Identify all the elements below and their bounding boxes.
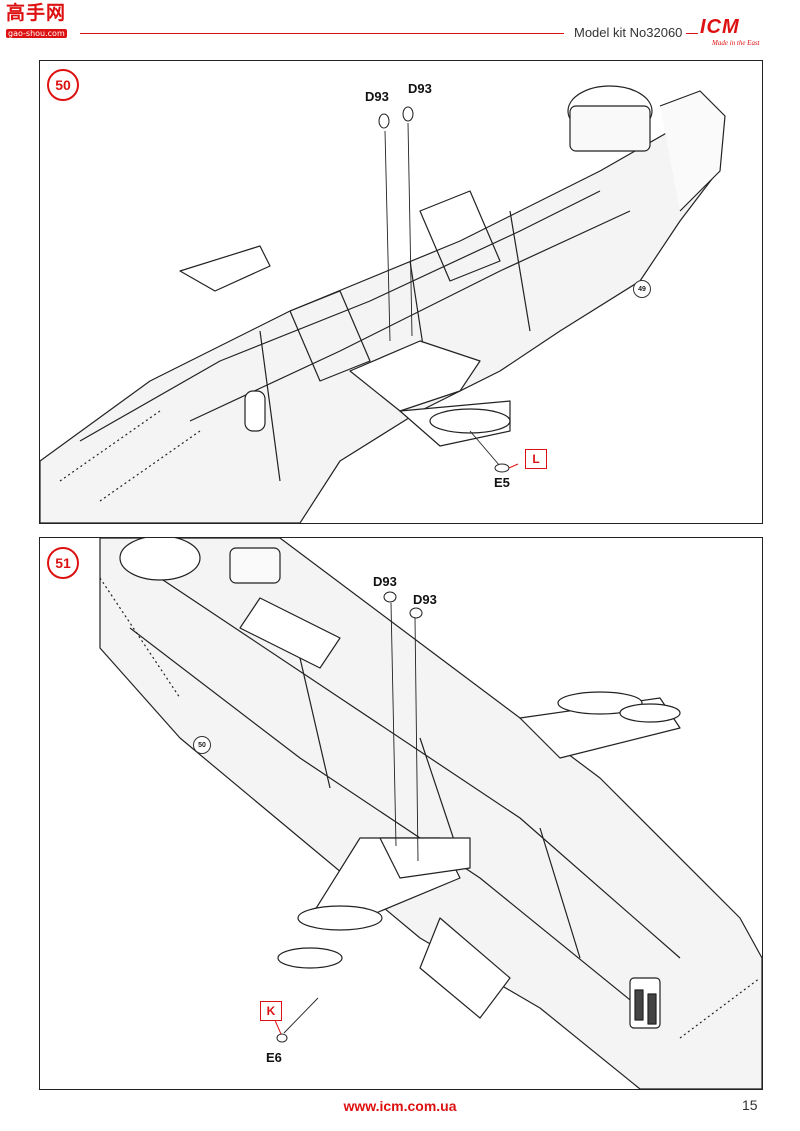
step-51-panel: 51 D93 D93 E6 K 50 (39, 537, 763, 1090)
color-code-box: K (260, 1001, 282, 1021)
reference-step-badge: 50 (193, 736, 211, 754)
step-number-badge: 51 (47, 547, 79, 579)
step-number-badge: 50 (47, 69, 79, 101)
kit-number-label: Model kit No32060 (574, 25, 683, 40)
header-rule-short (686, 33, 698, 34)
step-50-panel: 50 D93 D93 E5 L 49 (39, 60, 763, 524)
site-watermark-domain: gao-shou.com (6, 29, 67, 38)
part-label-e6: E6 (266, 1050, 282, 1065)
reference-step-badge: 49 (633, 280, 651, 298)
step-51-drawing (99, 538, 762, 1089)
site-watermark-logo: 高手网 gao-shou.com (6, 4, 72, 40)
icm-brand-logo: ICM Made in the East (700, 16, 786, 56)
part-label-d93-b: D93 (408, 81, 432, 96)
part-label-d93-a: D93 (365, 89, 389, 104)
site-watermark-text: 高手网 (6, 2, 67, 24)
page-number: 15 (742, 1097, 758, 1113)
part-label-e5: E5 (494, 475, 510, 490)
icm-logo-tagline: Made in the East (712, 39, 760, 47)
icm-logo-mark: ICM (700, 16, 740, 38)
step-50-drawing (40, 85, 726, 523)
header-rule (80, 33, 564, 34)
color-code-box: L (525, 449, 547, 469)
footer-website-url: www.icm.com.ua (343, 1098, 457, 1114)
part-label-d93-a: D93 (373, 574, 397, 589)
part-label-d93-b: D93 (413, 592, 437, 607)
